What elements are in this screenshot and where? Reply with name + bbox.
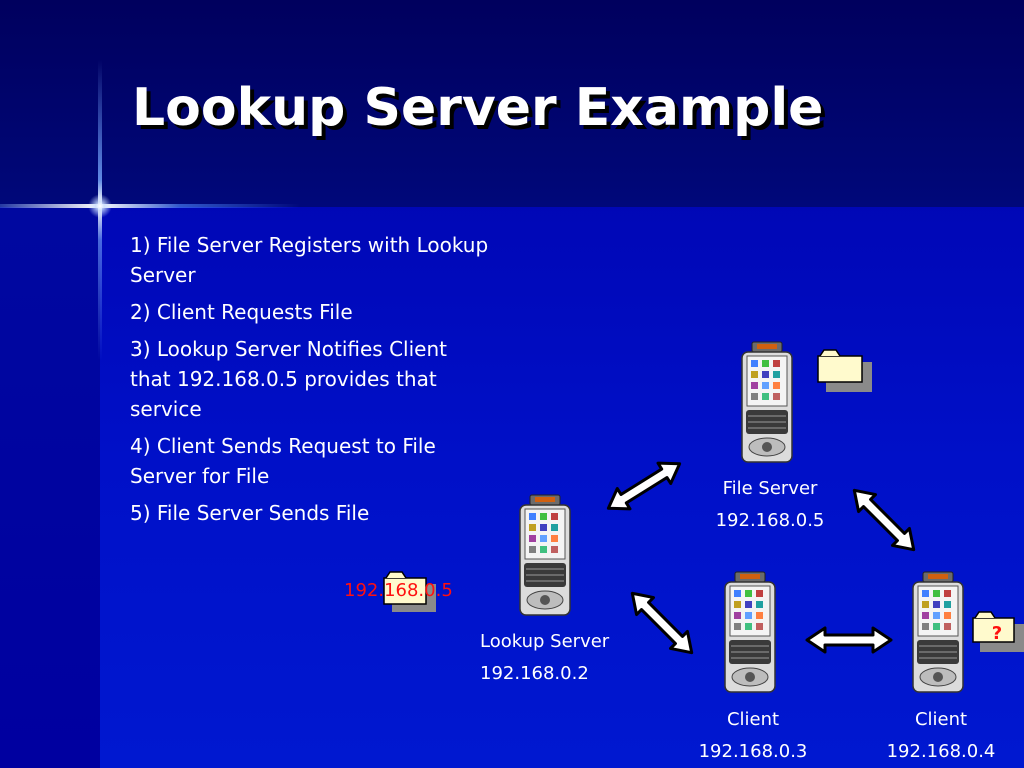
arrow-lookup-client-a (622, 583, 702, 663)
client-a-ip: 192.168.0.3 (698, 741, 808, 762)
arrow-lookup-fileserver (600, 452, 688, 520)
file-server-folder-icon (817, 349, 872, 392)
step-2: 2) Client Requests File (130, 300, 353, 324)
slide-title: Lookup Server Example (132, 78, 824, 138)
client-b-ip: 192.168.0.4 (886, 741, 996, 762)
client-b-device (912, 571, 964, 693)
light-flare-horizontal (0, 204, 300, 208)
steps-list: 1) File Server Registers with Lookup Ser… (130, 230, 490, 535)
client-a-name: Client (726, 709, 780, 730)
step-3: 3) Lookup Server Notifies Client that 19… (130, 337, 447, 421)
file-server-device (741, 341, 793, 463)
arrow-client-a-client-b (805, 626, 893, 654)
client-b-label: Client 192.168.0.4 (876, 704, 1006, 768)
lookup-server-ip: 192.168.0.2 (480, 663, 589, 684)
file-server-name: File Server (722, 478, 818, 499)
lookup-server-device (519, 494, 571, 616)
lookup-cached-folder-icon (383, 571, 436, 612)
file-server-label: File Server 192.168.0.5 (700, 473, 840, 537)
step-1: 1) File Server Registers with Lookup Ser… (130, 233, 489, 287)
client-b-folder-icon: ? (972, 611, 1024, 652)
lookup-server-label: Lookup Server 192.168.0.2 (480, 626, 609, 690)
file-server-ip: 192.168.0.5 (715, 510, 825, 531)
unknown-file-mark: ? (992, 623, 1002, 644)
client-a-device (724, 571, 776, 693)
light-flare-center (88, 194, 112, 218)
client-b-name: Client (914, 709, 968, 730)
title-band (0, 0, 1024, 207)
step-4: 4) Client Sends Request to File Server f… (130, 434, 436, 488)
arrow-fileserver-client-b (844, 480, 924, 560)
client-a-label: Client 192.168.0.3 (688, 704, 818, 768)
step-5: 5) File Server Sends File (130, 501, 370, 525)
cached-address-label: 192.168.0.5 (344, 580, 453, 601)
left-band (0, 207, 100, 768)
lookup-server-name: Lookup Server (480, 631, 610, 652)
